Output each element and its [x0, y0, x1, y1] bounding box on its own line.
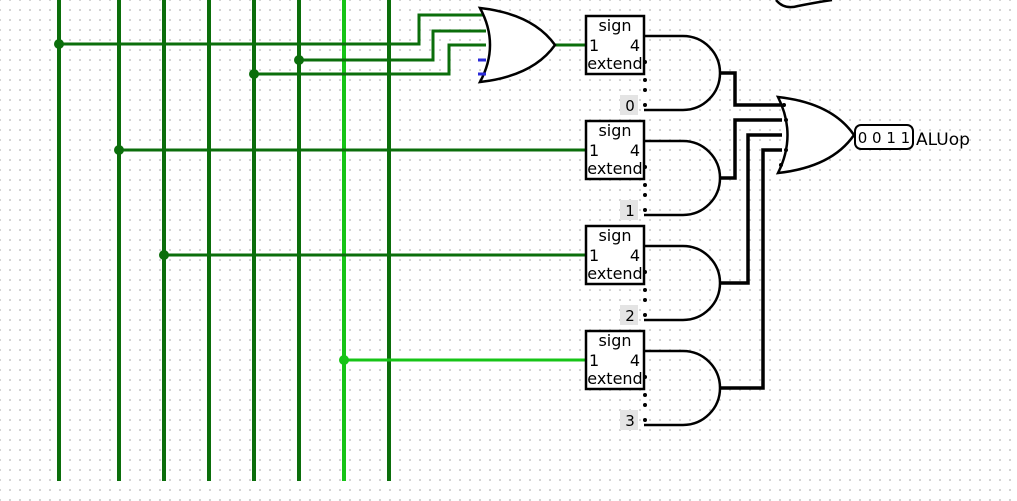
- signext-in-bits: 1: [589, 351, 599, 370]
- signext-out-bits: 4: [630, 351, 640, 370]
- sign-extender-3[interactable]: sign 1 4 extend: [584, 329, 646, 391]
- signext-bottom-label: extend: [587, 264, 642, 283]
- pin-dot: [643, 298, 647, 302]
- pin-dot: [784, 118, 788, 122]
- signext-in-bits: 1: [589, 36, 599, 55]
- output-value: 0 0 1 1: [858, 129, 910, 147]
- pin-dot: [643, 288, 647, 292]
- wire-and1-to-or[interactable]: [720, 118, 782, 180]
- pin-dot: [643, 165, 647, 169]
- and-gate-0[interactable]: [644, 34, 722, 112]
- or-gate-output[interactable]: [775, 95, 856, 175]
- signext-out-bits: 4: [630, 141, 640, 160]
- pin-dot: [643, 60, 647, 64]
- wire-to-or-in2[interactable]: [254, 43, 486, 76]
- constant-value: 0: [625, 97, 635, 115]
- wire-to-or-in3[interactable]: [299, 29, 486, 62]
- junction-dot: [294, 55, 304, 65]
- pin-dot: [643, 403, 647, 407]
- and-gate-1[interactable]: [644, 139, 722, 217]
- constant-1[interactable]: 1: [620, 200, 638, 220]
- pin-dot: [643, 313, 647, 317]
- signext-in-bits: 1: [589, 141, 599, 160]
- constant-0[interactable]: 0: [620, 95, 638, 115]
- pin-dot: [643, 88, 647, 92]
- signext-bottom-label: extend: [587, 369, 642, 388]
- pin-dot: [643, 208, 647, 212]
- junction-dot: [54, 39, 64, 49]
- signext-top-label: sign: [598, 331, 631, 350]
- signext-top-label: sign: [598, 121, 631, 140]
- pin-dot: [779, 163, 783, 167]
- and-gate-3[interactable]: [644, 349, 722, 427]
- signext-top-label: sign: [598, 226, 631, 245]
- pin-dot: [643, 393, 647, 397]
- signext-input-wires: [119, 148, 586, 362]
- and-to-or-wires: [720, 71, 782, 390]
- pin-dot: [643, 78, 647, 82]
- or-gate-input-wires: [59, 13, 586, 76]
- pin-dot: [643, 375, 647, 379]
- input-bus-lines: [57, 0, 391, 481]
- wire-and3-to-or[interactable]: [720, 148, 782, 390]
- pin-dot: [782, 103, 786, 107]
- constant-2[interactable]: 2: [620, 305, 638, 325]
- junction-dot: [159, 250, 169, 260]
- constant-value: 3: [625, 412, 635, 430]
- pin-dot: [643, 193, 647, 197]
- signext-bottom-label: extend: [587, 54, 642, 73]
- or-gate-output-pins: [779, 103, 788, 167]
- sign-extender-1[interactable]: sign 1 4 extend: [584, 119, 646, 181]
- or-gate-top[interactable]: [477, 6, 557, 84]
- output-probe[interactable]: 0 0 1 1: [854, 124, 914, 150]
- pin-dot: [643, 418, 647, 422]
- pin-dot: [784, 148, 788, 152]
- and-gate-input-pins: [643, 60, 647, 422]
- signext-out-bits: 4: [630, 36, 640, 55]
- junction-dot: [339, 355, 349, 365]
- pin-dot: [643, 183, 647, 187]
- or-gate-inverted-pins: [478, 58, 486, 76]
- sign-extender-0[interactable]: sign 1 4 extend: [584, 14, 646, 76]
- wire-and0-to-or[interactable]: [720, 71, 782, 107]
- signext-top-label: sign: [598, 16, 631, 35]
- and-gate-2[interactable]: [644, 244, 722, 322]
- signext-bottom-label: extend: [587, 159, 642, 178]
- pin-dot: [643, 270, 647, 274]
- pin-dot: [643, 103, 647, 107]
- junction-dot: [249, 69, 259, 79]
- signext-out-bits: 4: [630, 246, 640, 265]
- constant-value: 1: [625, 202, 635, 220]
- wire-and2-to-or[interactable]: [720, 133, 782, 285]
- and-gates: [644, 34, 722, 427]
- junction-dots: [54, 39, 349, 365]
- constant-3[interactable]: 3: [620, 410, 638, 430]
- partial-gate-top-right: [775, 0, 833, 9]
- wire-to-or-in1[interactable]: [59, 13, 486, 46]
- signext-in-bits: 1: [589, 246, 599, 265]
- constant-value: 2: [625, 307, 635, 325]
- sign-extender-2[interactable]: sign 1 4 extend: [584, 224, 646, 286]
- junction-dot: [114, 145, 124, 155]
- output-label: ALUop: [916, 130, 970, 150]
